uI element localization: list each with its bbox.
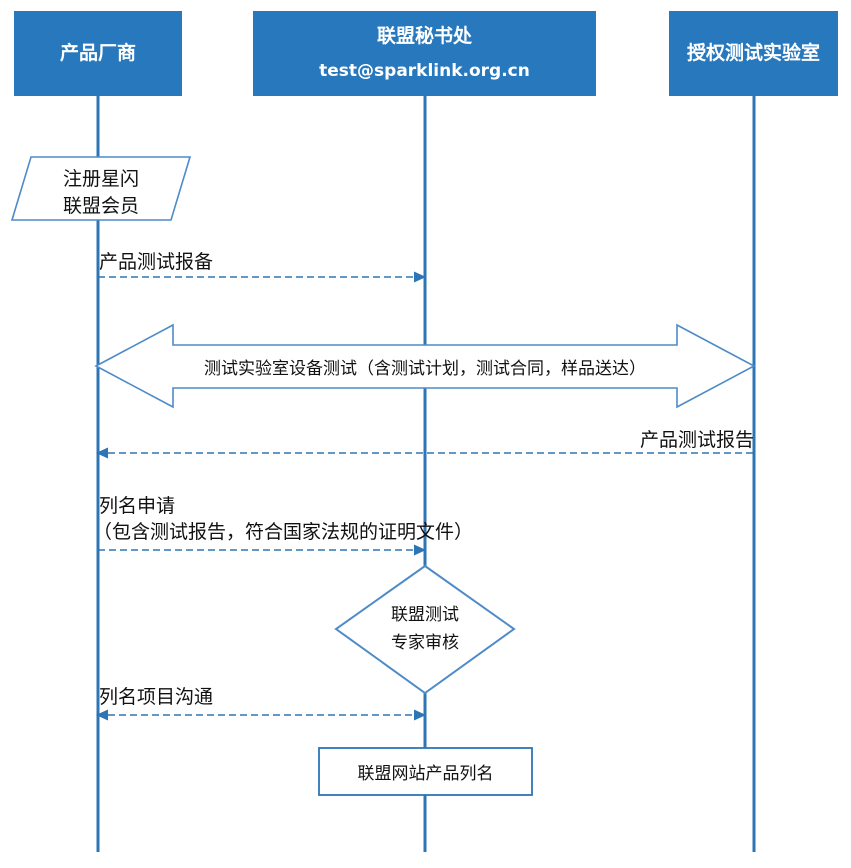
website-listing-label: 联盟网站产品列名 (357, 764, 494, 784)
website-listing-rect (318, 747, 533, 796)
register-line2: 联盟会员 (62, 195, 139, 217)
test-filing-label: 产品测试报备 (99, 251, 214, 273)
listing-communication-arrowhead-right (414, 709, 426, 721)
listing-communication-arrowhead-left (96, 709, 108, 721)
test-report-arrowhead-left (96, 447, 108, 459)
website-listing-text: 联盟网站产品列名 (319, 748, 532, 795)
actor-test-lab-label: 授权测试实验室 (686, 41, 820, 64)
actor-manufacturer-label: 产品厂商 (59, 41, 136, 64)
lab-testing-double-arrow (94, 323, 756, 409)
expert-review-line2: 专家审核 (391, 633, 459, 653)
actor-header-manufacturer: 产品厂商 (14, 11, 182, 96)
lab-testing-label: 测试实验室设备测试（含测试计划，测试合同，样品送达） (204, 359, 646, 379)
listing-application-line2: （包含测试报告，符合国家法规的证明文件） (93, 521, 474, 543)
test-report-label: 产品测试报告 (639, 429, 754, 451)
expert-review-diamond (334, 564, 516, 695)
test-filing-arrowhead-right (414, 271, 426, 283)
register-line1: 注册星闪 (62, 168, 139, 190)
register-step-text: 注册星闪 联盟会员 (21, 166, 181, 220)
actor-secretariat-label: 联盟秘书处 (376, 25, 472, 47)
actor-secretariat-email: test@sparklink.org.cn (319, 60, 530, 81)
expert-review-line1: 联盟测试 (391, 605, 459, 625)
expert-review-text: 联盟测试 专家审核 (345, 600, 505, 658)
listing-application-line1: 列名申请 (99, 495, 176, 517)
actor-header-secretariat: 联盟秘书处 test@sparklink.org.cn (253, 11, 596, 96)
listing-communication-label: 列名项目沟通 (99, 686, 214, 708)
register-parallelogram (10, 156, 192, 221)
actor-header-test-lab: 授权测试实验室 (669, 11, 838, 96)
listing-application-arrowhead-right (414, 544, 426, 556)
